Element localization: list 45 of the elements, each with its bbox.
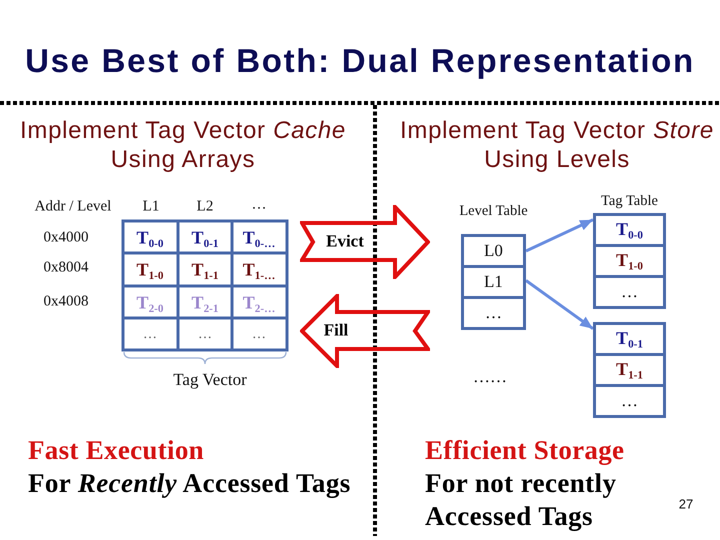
column-header: L2 xyxy=(196,198,214,216)
arrow-label: Evict xyxy=(326,232,364,252)
table-caption: Tag Vector xyxy=(173,370,247,390)
body-text: For Recently Accessed Tags xyxy=(28,467,351,500)
ellipsis: … xyxy=(198,326,212,344)
arrow xyxy=(525,218,594,252)
arrow xyxy=(525,279,594,330)
tag-label: T$_{1-0}$ xyxy=(136,260,164,280)
table-entry: L0 xyxy=(461,237,526,265)
tag-label: T$_{2-…}$ xyxy=(242,292,276,314)
address-label: 0x8004 xyxy=(44,259,88,277)
tag-label: T$_{2-1}$ xyxy=(192,292,218,314)
table-entry: T$_{1-1}$ xyxy=(593,353,666,384)
column-header: Addr / Level xyxy=(34,198,112,216)
highlight-text: Efficient Storage xyxy=(425,434,624,467)
tag-label: T$_{0-1}$ xyxy=(192,228,218,248)
tag-label: T$_{2-0}$ xyxy=(136,292,164,314)
ellipsis: …… xyxy=(473,367,507,387)
slide-title: Use Best of Both: Dual Representation xyxy=(24,42,696,80)
arrow-label: Fill xyxy=(324,322,348,340)
table-entry: … xyxy=(593,384,666,415)
table-heading: Tag Table xyxy=(601,193,658,210)
address-label: 0x4008 xyxy=(44,293,88,311)
page-number: 27 xyxy=(678,498,694,512)
table-entry: T$_{0-1}$ xyxy=(593,325,666,353)
table-entry: T$_{1-0}$ xyxy=(593,244,666,275)
column-header: … xyxy=(252,196,266,214)
table-heading: Level Table xyxy=(459,203,528,220)
table-entry: … xyxy=(461,296,526,327)
ellipsis: … xyxy=(252,326,266,344)
ellipsis: … xyxy=(143,326,157,344)
tag-table xyxy=(593,322,666,418)
tag-label: T$_{1-…}$ xyxy=(242,260,276,280)
section-heading: Implement Tag Vector Cache Using Arrays xyxy=(19,116,347,174)
column-header: L1 xyxy=(142,198,160,216)
tag-label: T$_{0-…}$ xyxy=(242,228,276,248)
table-entry: T$_{0-0}$ xyxy=(593,216,666,244)
section-heading: Implement Tag Vector Store Using Levels xyxy=(399,116,715,174)
body-text: For not recently Accessed Tags xyxy=(425,467,618,533)
table-entry: … xyxy=(593,275,666,306)
tag-label: T$_{0-0}$ xyxy=(136,228,164,248)
table-entry: L1 xyxy=(461,265,526,296)
address-label: 0x4000 xyxy=(44,229,88,247)
tag-label: T$_{1-1}$ xyxy=(192,260,218,280)
highlight-text: Fast Execution xyxy=(28,434,204,467)
